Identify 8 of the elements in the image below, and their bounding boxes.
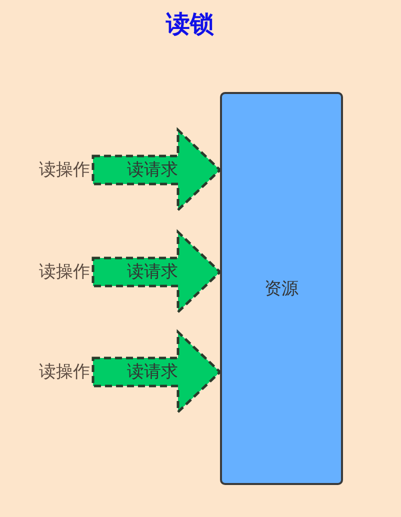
operation-label: 读操作 bbox=[12, 360, 90, 384]
operation-label: 读操作 bbox=[12, 260, 90, 284]
title: 读锁 bbox=[164, 9, 215, 40]
operation-label: 读操作 bbox=[12, 158, 90, 182]
resource-box: 资源 bbox=[220, 92, 343, 485]
edge-label: 读请求 bbox=[126, 160, 179, 180]
edge-label: 读请求 bbox=[126, 362, 179, 382]
edge-label: 读请求 bbox=[126, 262, 179, 282]
